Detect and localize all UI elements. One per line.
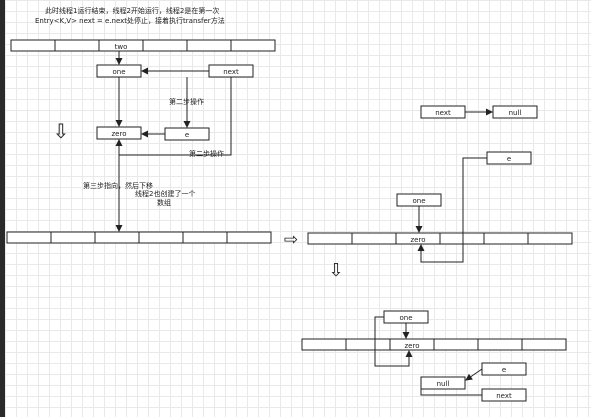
left-connectors — [115, 51, 232, 232]
arrow-one-to-zero-bottom — [374, 316, 413, 367]
header-line-2: Entry<K,V> next = e.next处停止，接着执行transfer… — [35, 16, 225, 25]
node-zero-right-label: zero — [411, 236, 426, 244]
arrow-e-to-null-bottom — [465, 368, 483, 381]
top-array — [10, 39, 276, 52]
label-note-line-2: 数组 — [157, 198, 171, 207]
arrow-step2-to-zero — [115, 77, 232, 156]
node-null-bottom-label: null — [437, 380, 450, 388]
node-e-right-label: e — [507, 155, 511, 163]
label-step2: 第二步操作 — [169, 97, 204, 106]
node-null-right — [492, 105, 538, 119]
node-next-bottom-label: next — [496, 392, 512, 400]
node-zero-bottom-label: zero — [405, 342, 420, 350]
node-next-right-label: next — [435, 109, 451, 117]
bottom-array — [6, 231, 272, 244]
diagram-svg: 此时线程1运行结束，线程2开始运行，线程2是在第一次 Entry<K,V> ne… — [6, 6, 573, 402]
node-null-bottom — [420, 376, 466, 390]
arrow-next-line-bottom — [420, 389, 482, 396]
node-one-right-label: one — [412, 197, 425, 205]
label-step3: 第三步指向，然后下移 — [83, 181, 153, 190]
node-next-label: next — [223, 68, 239, 76]
right-connectors — [415, 157, 487, 263]
diagram-canvas: 此时线程1运行结束，线程2开始运行，线程2是在第一次 Entry<K,V> ne… — [5, 0, 591, 417]
transition-arrow-down: ⇩ — [53, 119, 70, 143]
label-note-line-1: 线程2也创建了一个 — [135, 189, 195, 198]
header-line-1: 此时线程1运行结束，线程2开始运行，线程2是在第一次 — [45, 6, 219, 15]
node-zero-label: zero — [112, 130, 127, 138]
transition-arrow-right: ⇨ — [284, 230, 298, 250]
bottom-right-array — [301, 338, 567, 351]
label-step2-b: 第二步操作 — [189, 149, 224, 158]
node-null-right-label: null — [509, 109, 522, 117]
node-e-label: e — [185, 131, 189, 139]
node-one-bottom-label: one — [399, 314, 412, 322]
bottom-connectors — [374, 316, 483, 396]
arrow-e-to-zero-right — [417, 157, 487, 263]
middle-right-array — [307, 232, 573, 245]
node-e-bottom-label: e — [502, 366, 506, 374]
node-two-label: two — [115, 43, 128, 51]
transition-arrow-down-2: ⇩ — [328, 260, 343, 281]
node-one-label: one — [112, 68, 125, 76]
